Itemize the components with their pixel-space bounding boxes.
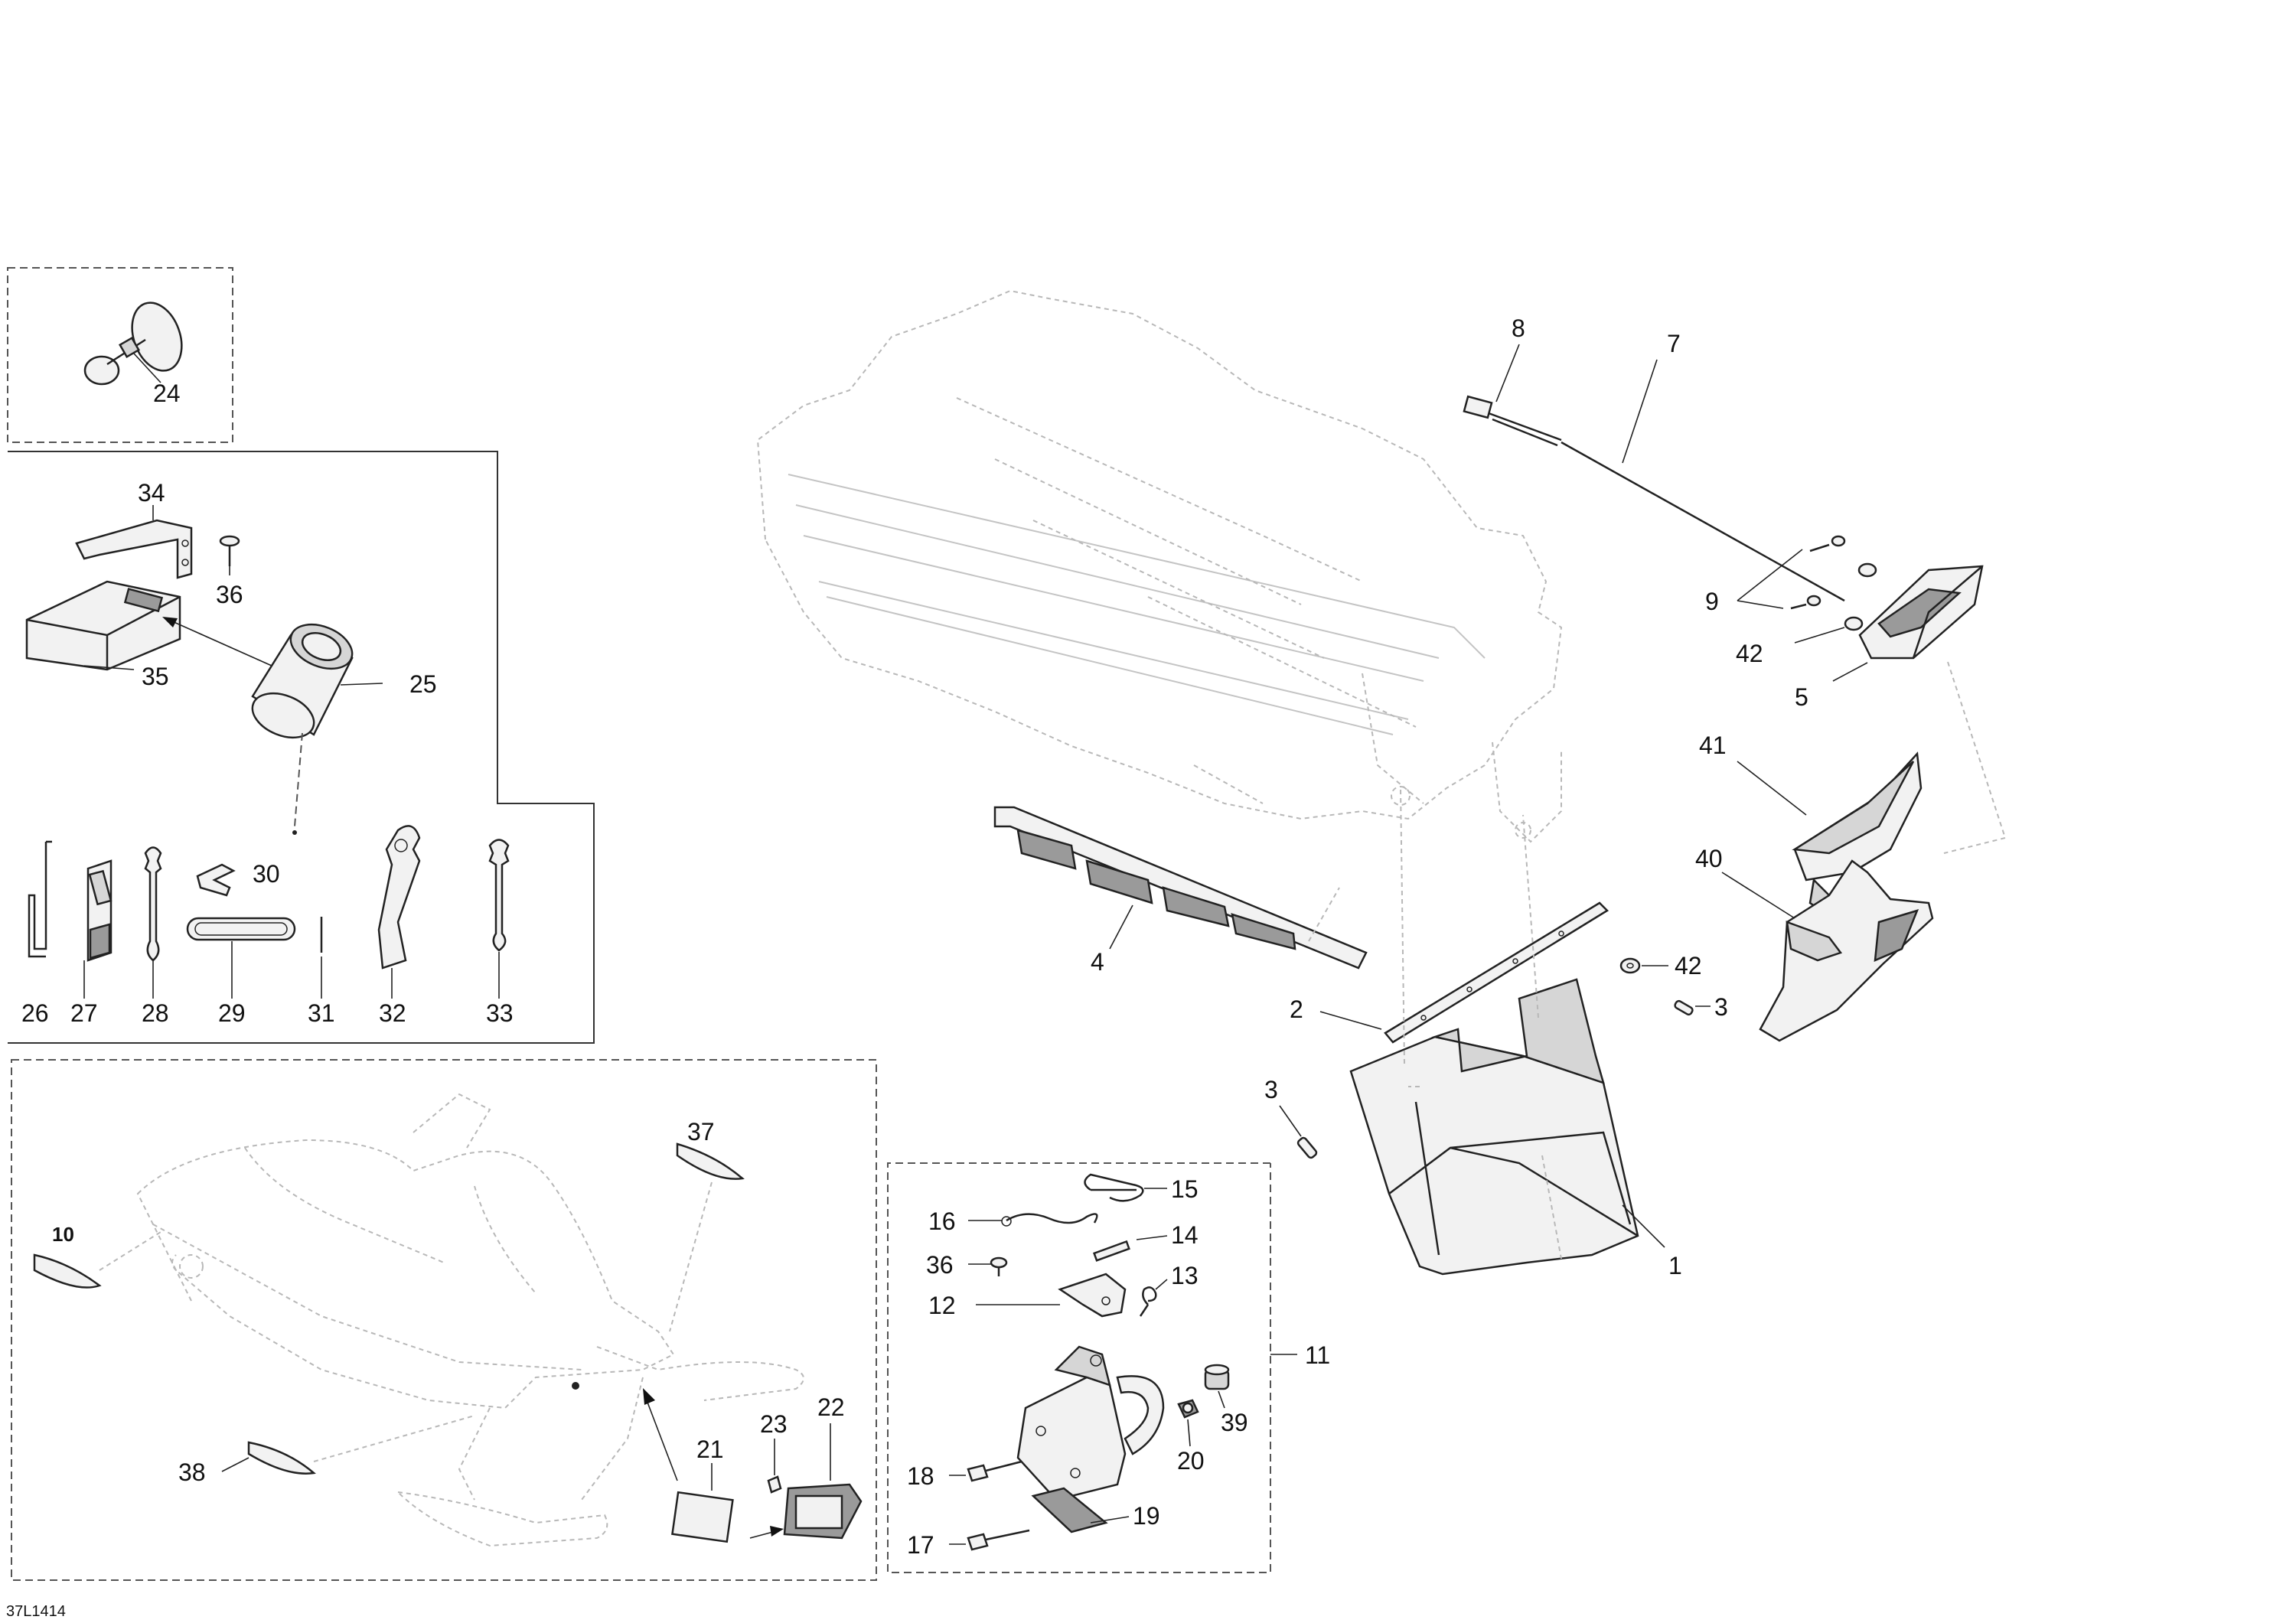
clip-23-part: [767, 1475, 782, 1494]
callout-27: 27: [70, 999, 98, 1027]
callout-13: 13: [1171, 1262, 1199, 1289]
mirror-inset-box: 24: [7, 267, 233, 443]
mirror-part: [83, 301, 183, 386]
callout-39: 39: [1221, 1409, 1248, 1436]
callout-35: 35: [142, 663, 169, 690]
running-board-part: [993, 806, 1368, 970]
decal-box-frame: [11, 1059, 877, 1581]
callout-16: 16: [928, 1207, 956, 1235]
tool-container-part: [251, 623, 354, 739]
callout-40: 40: [1695, 845, 1723, 872]
callout-7: 7: [1667, 330, 1681, 357]
decal-38-part: [247, 1441, 316, 1475]
callout-17: 17: [907, 1531, 934, 1559]
snowmobile-ghost-outline: [136, 1093, 804, 1547]
hitch-bracket-part: [1016, 1345, 1165, 1501]
connector-part: [1463, 395, 1562, 447]
callout-10: 10: [52, 1223, 74, 1246]
rivet-left-part: [1296, 1136, 1318, 1159]
screw-part-36b: [990, 1256, 1008, 1276]
callout-11: 11: [1305, 1341, 1330, 1369]
callout-12: 12: [928, 1292, 956, 1319]
callout-31: 31: [308, 999, 335, 1027]
callout-14: 14: [1171, 1221, 1199, 1249]
wire-harness-part: [1561, 441, 1845, 602]
callout-9: 9: [1705, 588, 1719, 615]
callout-41: 41: [1699, 732, 1727, 759]
callout-36-lower: 36: [926, 1251, 954, 1279]
nut-part: [1177, 1399, 1199, 1419]
washer-upper-part: [1844, 562, 1877, 631]
chassis-ghost-outline: [756, 289, 1563, 843]
callout-19: 19: [1133, 1502, 1160, 1530]
drawing-code: 37L1414: [6, 1603, 66, 1620]
decal-box: 10 37 38 21 23: [11, 1059, 877, 1581]
tool-bracket-part: [75, 519, 193, 579]
hitch-assembly-box: 11 15 16 36 14: [887, 1162, 1330, 1573]
tool-kit-box-frame: [8, 451, 595, 1044]
callout-8: 8: [1512, 314, 1525, 342]
mounting-strip-part: [1384, 901, 1609, 1044]
taillight-part: [1858, 565, 1984, 660]
bushing-part: [1204, 1364, 1230, 1390]
tool-clip-part: [196, 863, 236, 897]
hitch-pin-part: [1084, 1173, 1144, 1202]
rivet-right-part: [1674, 999, 1694, 1016]
tool-kit-box: 34 36 35 25: [8, 451, 595, 1044]
screw-9-part: [1790, 535, 1846, 610]
callout-2: 2: [1290, 996, 1303, 1023]
callout-25: 25: [409, 670, 437, 698]
tool-strap-part: [28, 840, 52, 958]
callout-26: 26: [21, 999, 49, 1027]
tool-bag-part: [25, 580, 181, 671]
callout-42-upper: 42: [1736, 640, 1763, 667]
callout-37: 37: [687, 1118, 715, 1146]
roll-pin-part: [1093, 1240, 1130, 1262]
license-plate-part: [671, 1491, 734, 1543]
spring-part: [1139, 1286, 1157, 1317]
safety-cable-part: [1001, 1213, 1098, 1227]
callout-18: 18: [907, 1462, 934, 1490]
callout-29: 29: [218, 999, 246, 1027]
snow-flap-part: [1349, 978, 1639, 1276]
callout-28: 28: [142, 999, 169, 1027]
bolt-18-part: [967, 1460, 1022, 1482]
callout-23: 23: [760, 1410, 788, 1438]
callout-1: 1: [1668, 1252, 1682, 1279]
plate-holder-part: [783, 1483, 863, 1540]
callout-24: 24: [153, 380, 181, 407]
tool-wrench-28-part: [144, 846, 162, 962]
callout-4: 4: [1091, 948, 1104, 976]
bolt-17-part: [967, 1529, 1030, 1551]
tool-wrench-33-part: [488, 839, 510, 952]
backing-plate-part: [1031, 1487, 1108, 1533]
tool-socket-part: [86, 859, 113, 962]
callout-34: 34: [138, 479, 165, 507]
mirror-box-frame: [7, 267, 233, 443]
callout-15: 15: [1171, 1175, 1199, 1203]
callout-5: 5: [1795, 683, 1808, 711]
callout-36-upper: 36: [216, 581, 243, 608]
callout-30: 30: [253, 860, 280, 888]
tool-clutch-part: [377, 825, 421, 970]
screw-part-36a: [219, 535, 240, 566]
callout-32: 32: [379, 999, 406, 1027]
callout-21: 21: [696, 1436, 724, 1463]
hitch-box-frame: [887, 1162, 1271, 1573]
callout-3-left: 3: [1264, 1076, 1278, 1103]
callout-22: 22: [817, 1393, 845, 1421]
callout-3-right: 3: [1714, 993, 1728, 1021]
callout-33: 33: [486, 999, 514, 1027]
decal-10-part: [33, 1253, 102, 1289]
tool-belt-part: [186, 917, 296, 941]
callout-42-lower: 42: [1675, 952, 1702, 979]
decal-37-part: [676, 1142, 745, 1180]
callout-20: 20: [1177, 1447, 1205, 1475]
latch-part: [1058, 1273, 1127, 1318]
washer-lower-part: [1619, 957, 1641, 974]
rear-bracket-part: [1759, 859, 1934, 1042]
callout-38: 38: [178, 1458, 206, 1486]
